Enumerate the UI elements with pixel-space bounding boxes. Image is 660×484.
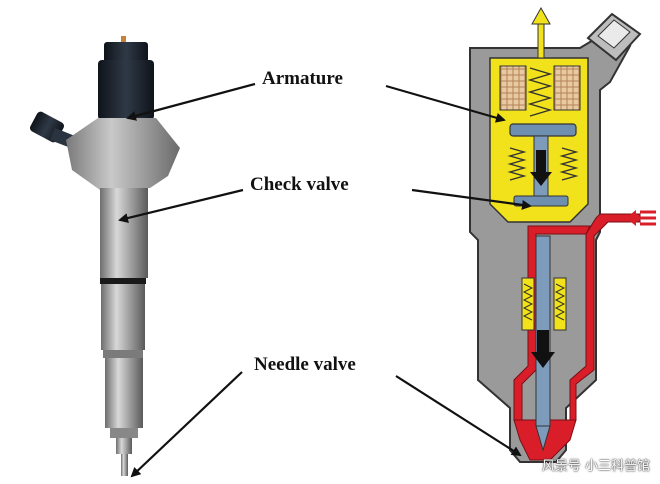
- leader-lines: [118, 82, 532, 478]
- watermark: 风景号 小三科普馆: [541, 459, 650, 474]
- armature-arrow-left: [126, 82, 256, 121]
- check-valve-arrow-left: [118, 188, 244, 223]
- solenoid-coil-left: [499, 65, 527, 111]
- armature-plate: [509, 123, 577, 137]
- check-valve-arrow-right: [411, 188, 532, 210]
- injector-photo: [30, 36, 180, 476]
- needle-valve-arrow-left: [130, 371, 243, 478]
- armature-arrow-right: [385, 84, 506, 123]
- armature-label: Armature: [262, 68, 343, 89]
- needle-valve-label: Needle valve: [254, 354, 356, 375]
- check-valve-label: Check valve: [250, 174, 349, 195]
- needle-valve-arrow-right: [395, 375, 522, 457]
- injector-cutaway: [469, 6, 656, 463]
- solenoid-coil-right: [553, 65, 581, 111]
